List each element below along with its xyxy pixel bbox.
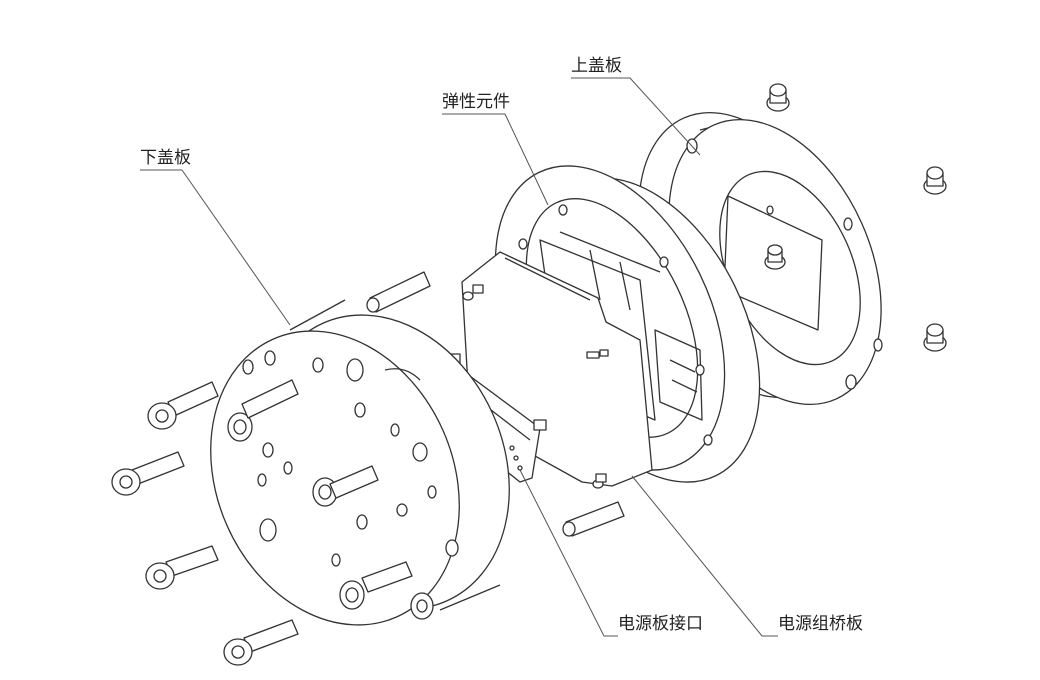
leader-power-board-interface [519, 469, 618, 637]
label-elastic-element: 弹性元件 [442, 92, 510, 112]
leader-power-bridge-board [631, 475, 778, 637]
upper-cover-studs [766, 83, 947, 352]
leader-upper-cover [571, 77, 701, 156]
leader-elastic-element [442, 113, 549, 206]
label-power-board-interface: 电源板接口 [618, 614, 703, 634]
dowel-pins [366, 271, 625, 537]
label-lower-cover: 下盖板 [140, 148, 191, 168]
leader-lines [140, 77, 778, 637]
label-upper-cover: 上盖板 [571, 56, 622, 76]
leader-lower-cover [140, 169, 291, 326]
label-power-bridge-board: 电源组桥板 [778, 614, 863, 634]
cap-screws [111, 379, 413, 666]
lower-cover-plate [210, 299, 510, 626]
